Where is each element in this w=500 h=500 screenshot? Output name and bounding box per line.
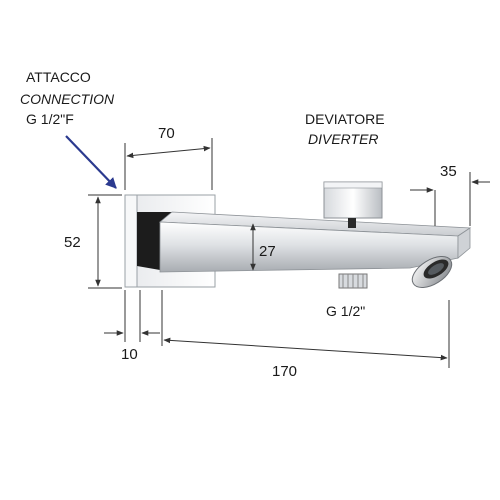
connection-arrow [65,135,117,189]
dim-70-line [126,145,211,159]
diverter-label-en: DIVERTER [308,131,379,147]
dimension-lines [88,138,490,368]
diverter-knob [323,181,383,228]
connection-thread-label: G 1/2"F [26,111,74,127]
dim-70-text: 70 [158,125,175,142]
connection-label-en: CONNECTION [20,91,115,107]
dim-27-text: 27 [259,243,276,260]
aerator-nozzle [411,256,453,288]
connection-label-it: ATTACCO [26,69,91,85]
dim-10-text: 10 [121,346,138,363]
dim-35-text: 35 [440,163,457,180]
dim-170-text: 170 [272,363,297,380]
diverter-label-it: DEVIATORE [305,111,385,127]
dim-52-text: 52 [64,234,81,251]
thread-label: G 1/2" [326,303,365,319]
thread-connector [338,273,368,289]
dim-170-line [163,337,448,361]
spout-body [137,211,472,273]
